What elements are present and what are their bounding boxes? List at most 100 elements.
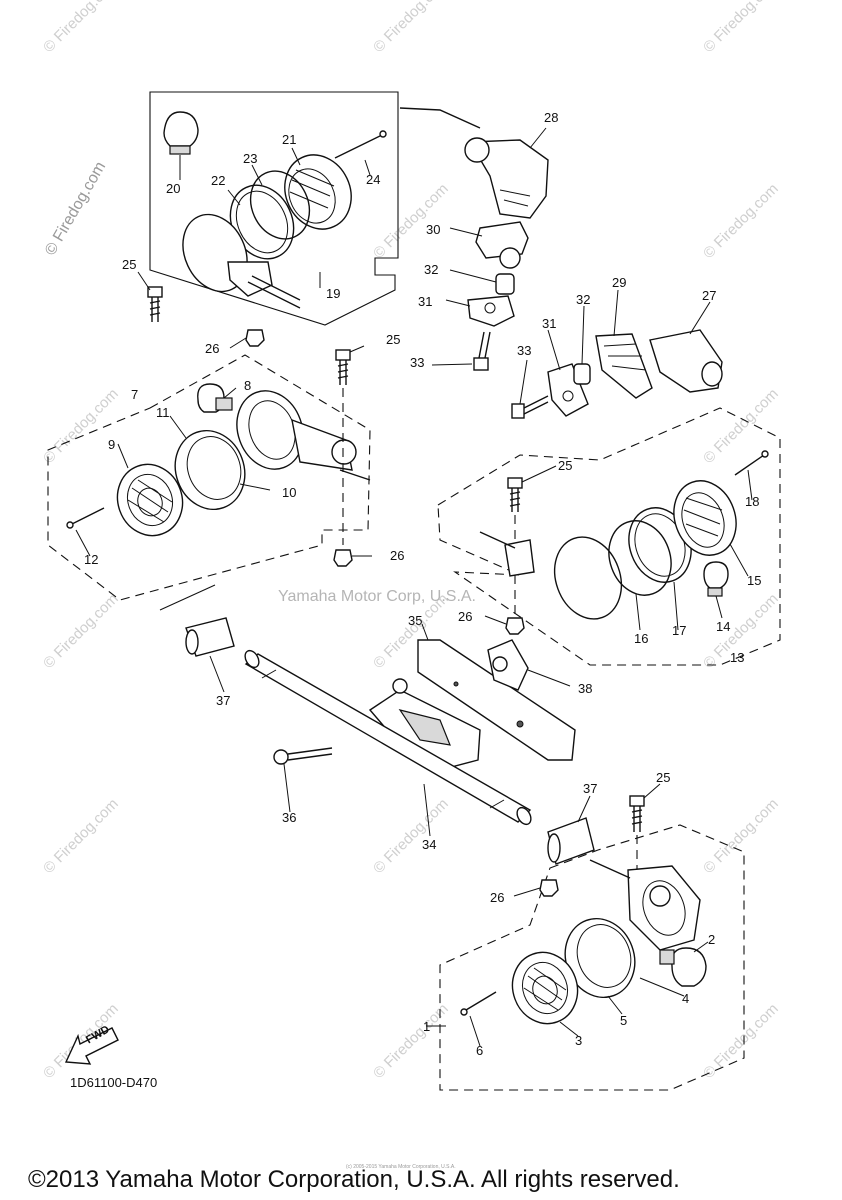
- drawing-code: 1D61100-D470: [70, 1075, 158, 1090]
- callout-37: 37: [583, 781, 598, 796]
- cable-13: [479, 531, 516, 549]
- stay-tube-34: [244, 649, 532, 826]
- callout-11: 11: [156, 405, 170, 420]
- callout-33: 33: [410, 355, 425, 370]
- bolt-33a: [473, 331, 491, 371]
- assembly-box-7: [47, 354, 371, 601]
- nut-26-bottom: [539, 879, 559, 897]
- callout-31: 31: [418, 294, 433, 309]
- collar-32b: [573, 363, 591, 385]
- gasket-16: [608, 520, 672, 596]
- callout-24: 24: [366, 172, 381, 187]
- callout-23: 23: [243, 151, 258, 166]
- bulb-8: [197, 383, 233, 413]
- callout-33: 33: [517, 343, 532, 358]
- callout-12: 12: [84, 552, 99, 567]
- bolt-25-bottom: [629, 795, 645, 832]
- bolt-25-top: [147, 286, 163, 322]
- callout-35: 35: [408, 613, 423, 628]
- callout-15: 15: [747, 573, 762, 588]
- plate-31b: [547, 363, 589, 417]
- callout-16: 16: [634, 631, 649, 646]
- callout-25: 25: [386, 332, 401, 347]
- lens-9: [116, 463, 184, 537]
- leader-box19: [399, 107, 481, 129]
- exploded-parts-diagram: [47, 91, 781, 1091]
- callout-26: 26: [390, 548, 405, 563]
- lens-3: [511, 951, 579, 1025]
- lens-housing-15: [673, 480, 737, 556]
- center-watermark: Yamaha Motor Corp, U.S.A.: [278, 588, 476, 605]
- callout-36: 36: [282, 810, 297, 825]
- callout-8: 8: [244, 378, 252, 393]
- bracket-35: [417, 639, 576, 761]
- collar-32a: [495, 273, 515, 295]
- screw-18: [734, 454, 765, 476]
- callout-6: 6: [476, 1043, 484, 1058]
- mount-27: [649, 329, 723, 393]
- bulb-14: [703, 561, 729, 597]
- leader-lines: [75, 127, 753, 1047]
- callout-26: 26: [458, 609, 473, 624]
- housing-bracket: [227, 261, 273, 297]
- callout-27: 27: [702, 288, 717, 303]
- fineprint: (c) 2005-2015 Yamaha Motor Corporation, …: [346, 1164, 456, 1170]
- callout-26: 26: [490, 890, 505, 905]
- callout-25: 25: [558, 458, 573, 473]
- callout-25: 25: [656, 770, 671, 785]
- callout-32: 32: [576, 292, 591, 307]
- bulb-20: [163, 111, 199, 155]
- callout-28: 28: [544, 110, 559, 125]
- callout-22: 22: [211, 173, 226, 188]
- nut-26-right: [505, 617, 525, 635]
- rim-ring-23: [249, 170, 311, 240]
- housing-4: [627, 865, 701, 951]
- callout-2: 2: [708, 932, 716, 947]
- callout-30: 30: [426, 222, 441, 237]
- cable-7: [339, 469, 371, 481]
- cable-1: [589, 859, 631, 879]
- callout-5: 5: [620, 1013, 628, 1028]
- callout-1: 1: [423, 1019, 431, 1034]
- stay-bracket-right: [504, 539, 535, 577]
- callout-4: 4: [682, 991, 690, 1006]
- screw-12: [71, 507, 105, 525]
- lens-housing-21: [284, 154, 352, 230]
- grommet-37-right: [547, 817, 595, 865]
- nut-26-left: [333, 549, 353, 567]
- callout-10: 10: [282, 485, 297, 500]
- assembly-box-13: [437, 407, 781, 666]
- callout-3: 3: [575, 1033, 583, 1048]
- mount-28: [464, 137, 549, 219]
- callout-20: 20: [166, 181, 181, 196]
- bolt-33b: [511, 395, 549, 419]
- callout-13: 13: [730, 650, 745, 665]
- callout-34: 34: [422, 837, 437, 852]
- assembly-box-1: [439, 824, 745, 1091]
- fwd-arrow-icon: [64, 1027, 119, 1065]
- callout-38: 38: [578, 681, 593, 696]
- grommet-37-left: [185, 617, 235, 657]
- bolt-25-right: [507, 477, 523, 512]
- ring-11: [174, 429, 246, 511]
- bolt-36: [273, 747, 333, 765]
- clamp-38: [487, 639, 529, 691]
- bolt-25-left: [335, 349, 351, 385]
- callout-21: 21: [282, 132, 297, 147]
- callout-9: 9: [108, 437, 116, 452]
- callout-25: 25: [122, 257, 137, 272]
- assembly-box-19: [149, 91, 399, 326]
- plate-31a: [467, 295, 515, 327]
- nut-26-top: [245, 329, 265, 347]
- callout-14: 14: [716, 619, 731, 634]
- copyright-notice: ©2013 Yamaha Motor Corporation, U.S.A. A…: [28, 1166, 680, 1193]
- callout-18: 18: [745, 494, 760, 509]
- housing-10: [236, 390, 357, 471]
- callout-29: 29: [612, 275, 627, 290]
- callout-17: 17: [672, 623, 687, 638]
- screw-24: [334, 134, 383, 159]
- callout-26: 26: [205, 341, 220, 356]
- leader-7: [159, 584, 216, 611]
- callout-19: 19: [326, 286, 341, 301]
- screw-6: [465, 991, 497, 1011]
